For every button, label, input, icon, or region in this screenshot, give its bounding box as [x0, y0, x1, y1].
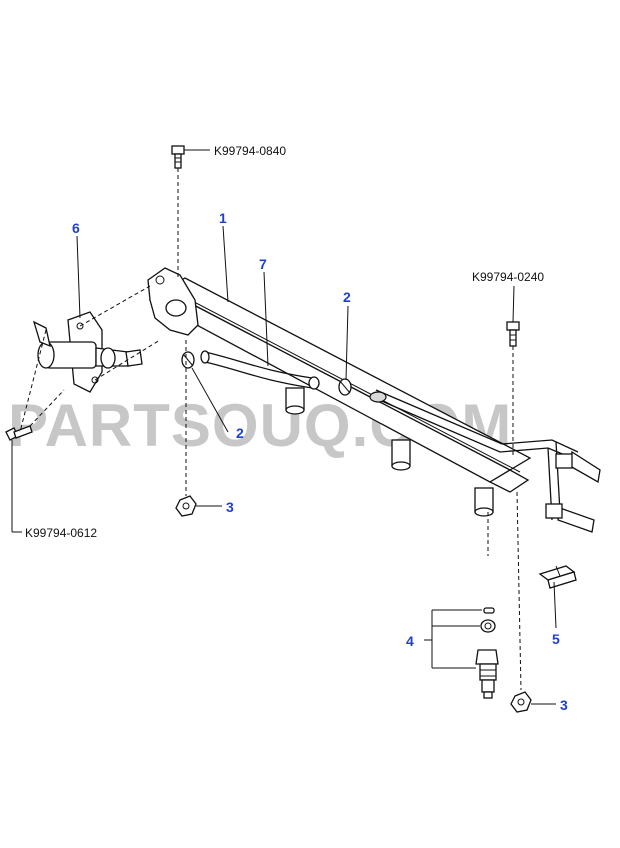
assembly-lines — [19, 168, 522, 691]
fuel-rail — [147, 267, 601, 533]
part-number-top-bolt: K99794-0840 — [214, 144, 286, 158]
callout-nut-lower: 3 — [226, 499, 234, 515]
part-number-left-bolt: K99794-0612 — [25, 526, 97, 540]
callout-rail: 1 — [219, 210, 227, 226]
nut-lower — [175, 495, 197, 517]
bolt-right — [506, 321, 520, 347]
nut-right — [510, 691, 532, 713]
callout-regulator: 6 — [72, 220, 80, 236]
hose-clip-upper — [338, 378, 352, 396]
callout-nut-right: 3 — [560, 697, 568, 713]
hose-clip-lower — [181, 351, 195, 369]
bolt-top — [171, 145, 185, 169]
callout-clip-upper: 2 — [343, 289, 351, 305]
fuel-hose — [200, 350, 320, 390]
callout-hose: 7 — [259, 256, 267, 272]
leader-lines — [11, 149, 557, 705]
part-number-right-bolt: K99794-0240 — [472, 270, 544, 284]
callout-clip-lower: 2 — [236, 425, 244, 441]
callout-bracket-clip: 5 — [552, 631, 560, 647]
pressure-regulator — [32, 311, 143, 393]
bolt-left — [5, 425, 33, 441]
callout-injector-set: 4 — [406, 633, 414, 649]
injector-set — [475, 607, 499, 699]
bracket-clip — [538, 565, 577, 589]
